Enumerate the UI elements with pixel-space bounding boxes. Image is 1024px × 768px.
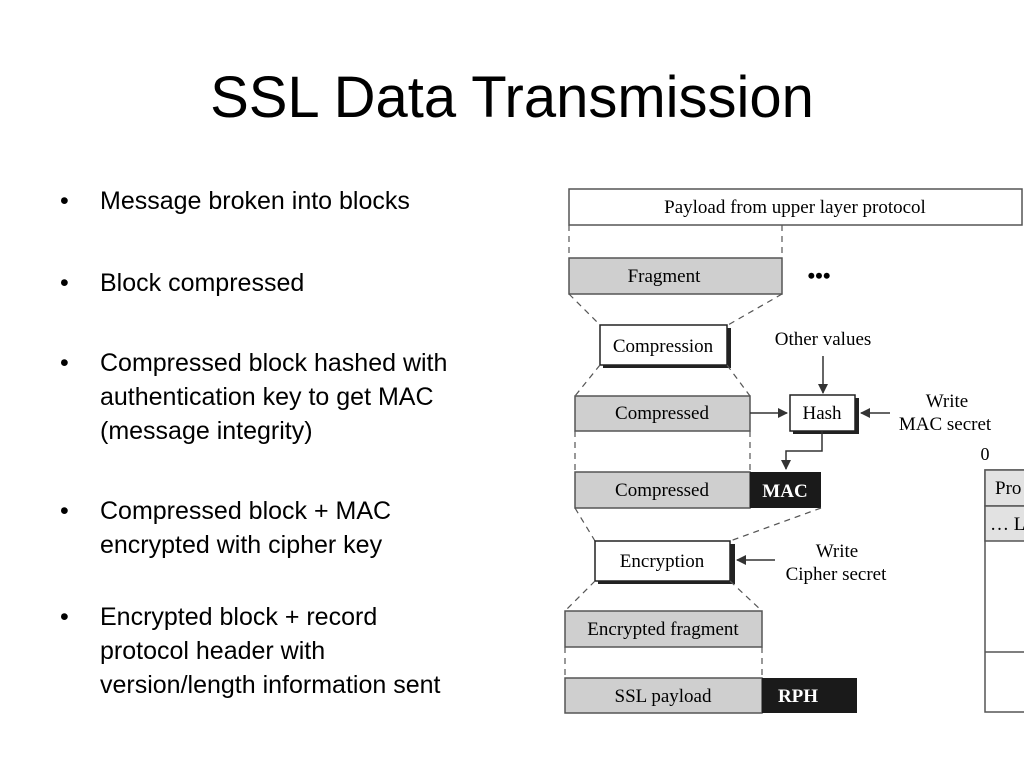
bullet-line: version/length information sent xyxy=(100,671,441,699)
write-mac-label-line2: MAC secret xyxy=(899,414,992,435)
dashed-connector xyxy=(564,580,596,612)
rph-box xyxy=(762,678,857,713)
encrypted-fragment-label: Encrypted fragment xyxy=(587,619,739,640)
record-header-row2 xyxy=(984,505,1024,542)
bullet-line: Compressed block + MAC xyxy=(100,497,392,525)
dashed-connector xyxy=(574,507,596,542)
fragment-box xyxy=(568,257,783,295)
arrow-hash-to-mac xyxy=(781,431,823,470)
dashed-connector xyxy=(574,364,601,397)
hash-box xyxy=(789,394,856,432)
encryption-box xyxy=(594,540,731,582)
bullet-line: Encrypted block + record xyxy=(100,603,378,631)
bullet-item: • Block compressed xyxy=(60,266,510,300)
bullet-item: • Compressed block hashed with authentic… xyxy=(60,346,510,448)
write-cipher-label-line1: Write xyxy=(816,541,859,562)
compressed-label: Compressed xyxy=(615,403,709,424)
rph-label: RPH xyxy=(778,686,818,707)
write-cipher-label-line2: Cipher secret xyxy=(786,564,887,585)
bullet-line: encrypted with cipher key xyxy=(100,531,383,559)
slide-title: SSL Data Transmission xyxy=(210,65,814,130)
mac-box xyxy=(750,472,821,508)
bullet-list: • Message broken into blocks • Block com… xyxy=(60,184,510,702)
ssl-payload-label: SSL payload xyxy=(615,686,712,707)
fragment-label: Fragment xyxy=(628,266,702,287)
hash-label: Hash xyxy=(802,403,842,424)
encryption-label: Encryption xyxy=(620,551,705,572)
payload-box xyxy=(568,188,1023,226)
bullet-item: • Message broken into blocks xyxy=(60,184,510,218)
bullet-line: Compressed block hashed with xyxy=(100,349,448,377)
bullet-dot: • xyxy=(60,269,69,297)
dashed-connector xyxy=(568,293,601,326)
compressed-mac-box xyxy=(574,471,751,509)
compressed-box xyxy=(574,395,751,432)
bullet-dot: • xyxy=(60,603,69,631)
other-values-label: Other values xyxy=(775,329,872,350)
bullet-dot: • xyxy=(60,187,69,215)
compressed-mac-label: Compressed xyxy=(615,480,709,501)
write-mac-label-line1: Write xyxy=(926,391,969,412)
record-header-row1-label: Pro xyxy=(995,478,1021,499)
bullet-line: (message integrity) xyxy=(100,417,313,445)
bullet-dot: • xyxy=(60,497,69,525)
bullet-line: Message broken into blocks xyxy=(100,187,410,215)
mac-label: MAC xyxy=(762,481,807,502)
bullet-line: protocol header with xyxy=(100,637,326,665)
compression-box xyxy=(599,324,728,366)
dashed-connector xyxy=(727,293,783,326)
ellipsis-icon: ••• xyxy=(807,263,830,288)
dashed-connector xyxy=(729,580,763,612)
bullet-item: • Compressed block + MAC encrypted with … xyxy=(60,494,510,562)
bullet-item: • Encrypted block + record protocol head… xyxy=(60,600,510,702)
record-header-row1 xyxy=(984,469,1024,507)
bullet-line: Block compressed xyxy=(100,269,305,297)
bullet-dot: • xyxy=(60,349,69,377)
dashed-connector xyxy=(729,507,822,542)
zero-label: 0 xyxy=(981,444,990,464)
payload-label: Payload from upper layer protocol xyxy=(664,197,926,218)
encrypted-fragment-box xyxy=(564,610,763,648)
record-header-row2-label: … L xyxy=(990,514,1024,535)
compression-label: Compression xyxy=(613,336,714,357)
dashed-connector xyxy=(726,364,751,397)
bullet-line: authentication key to get MAC xyxy=(100,383,434,411)
